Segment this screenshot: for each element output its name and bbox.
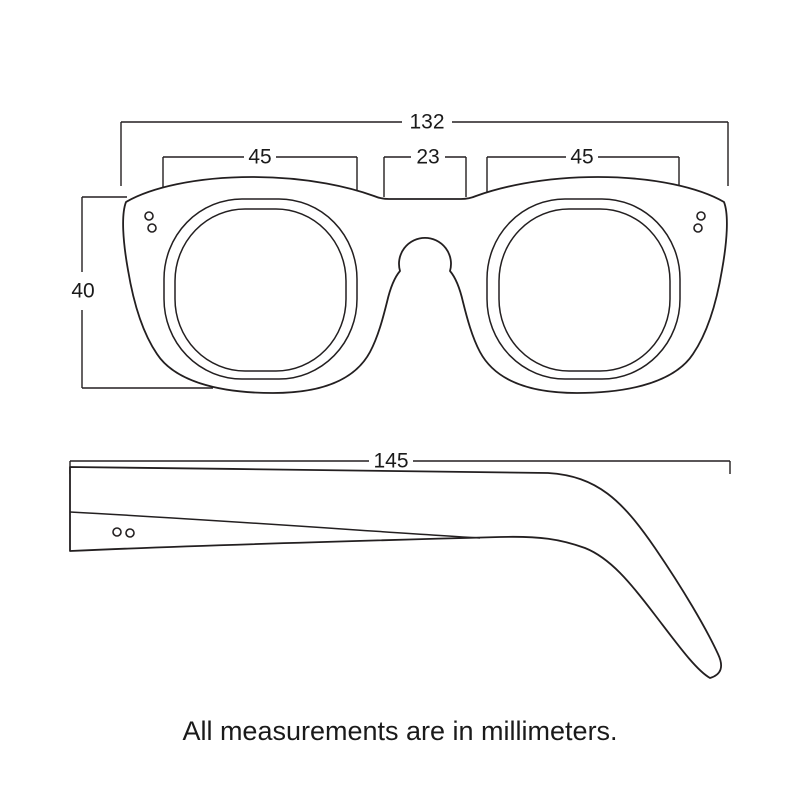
units-caption: All measurements are in millimeters.	[182, 716, 617, 746]
glasses-front-view	[122, 176, 728, 394]
rivet-dots-left	[144, 211, 157, 233]
dimension-total-width: 132	[120, 111, 729, 186]
dimension-left-lens-width-label: 45	[248, 146, 271, 169]
dimension-right-lens-width: 45	[486, 146, 680, 196]
lens-left	[163, 198, 358, 380]
temple-side-view	[69, 466, 722, 679]
dimension-right-lens-width-label: 45	[570, 146, 593, 169]
rivet-dots-right	[693, 211, 706, 233]
dimension-lens-height-label: 40	[71, 280, 94, 303]
temple-outline	[69, 466, 722, 679]
dimension-temple-length-label: 145	[373, 450, 408, 473]
frame-outline	[122, 176, 728, 394]
dimension-bridge-width-label: 23	[416, 146, 439, 169]
dimension-lens-height: 40	[71, 196, 213, 389]
lens-right	[486, 198, 681, 380]
dimension-bridge-width: 23	[383, 146, 467, 197]
dimension-total-width-label: 132	[409, 111, 444, 134]
temple-chamfer-line	[69, 511, 481, 539]
hinge-dots	[112, 527, 135, 538]
dimension-temple-length: 145	[69, 450, 731, 474]
